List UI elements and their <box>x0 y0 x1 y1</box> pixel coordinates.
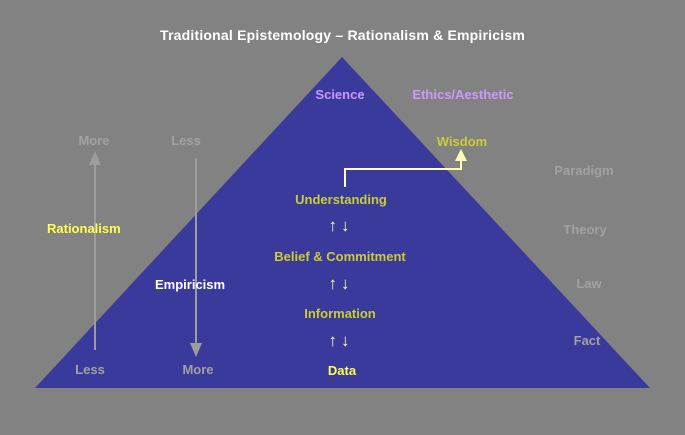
more-bottom-label: More <box>182 362 214 377</box>
up-arrow-icon: ↑ <box>328 274 341 293</box>
down-arrow-icon: ↓ <box>341 216 354 235</box>
ethics-aesthetic-label: Ethics/Aesthetic <box>412 87 514 102</box>
up-arrow-icon: ↑ <box>328 331 341 350</box>
up-down-arrows-1: ↑↓ <box>329 216 354 236</box>
less-bottom-label: Less <box>75 362 105 377</box>
law-label: Law <box>576 276 602 291</box>
belief-commitment-label: Belief & Commitment <box>274 249 406 264</box>
down-arrow-icon: ↓ <box>341 331 354 350</box>
diagram-title: Traditional Epistemology – Rationalism &… <box>160 27 525 43</box>
science-label: Science <box>315 87 365 102</box>
empiricism-label: Empiricism <box>155 277 226 292</box>
theory-label: Theory <box>563 222 607 237</box>
fact-label: Fact <box>573 333 601 348</box>
wisdom-label: Wisdom <box>436 134 488 149</box>
less-top-label: Less <box>171 133 201 148</box>
up-down-arrows-3: ↑↓ <box>329 331 354 351</box>
rationalism-label: Rationalism <box>47 221 121 236</box>
data-label: Data <box>327 363 357 378</box>
pyramid-shape <box>35 57 650 388</box>
down-arrow-icon: ↓ <box>341 274 354 293</box>
up-down-arrows-2: ↑↓ <box>329 274 354 294</box>
up-arrow-icon: ↑ <box>328 216 341 235</box>
information-label: Information <box>304 306 376 321</box>
paradigm-label: Paradigm <box>554 163 614 178</box>
understanding-label: Understanding <box>295 192 387 207</box>
more-top-label: More <box>78 133 110 148</box>
